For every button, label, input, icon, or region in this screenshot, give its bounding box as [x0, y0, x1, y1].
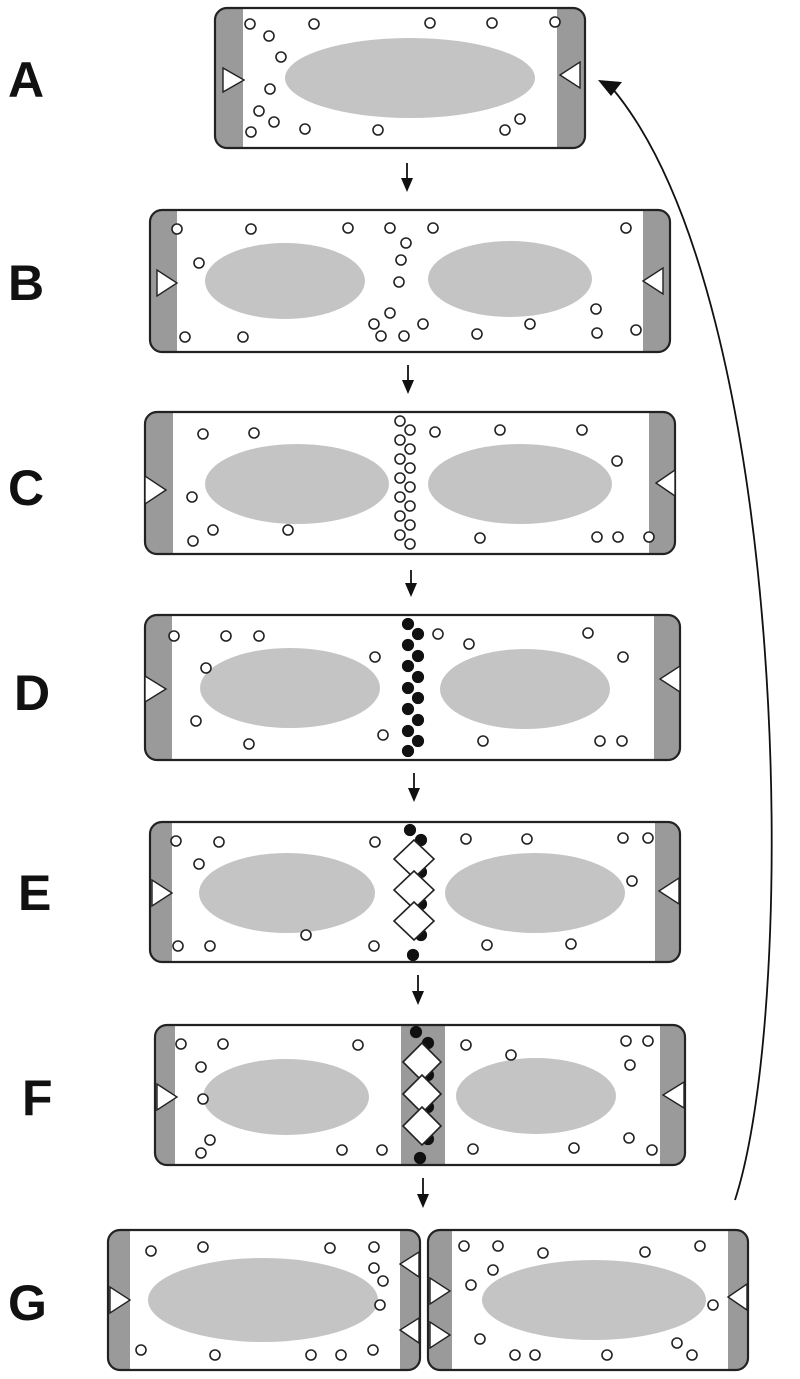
- vesicle-group: [244, 16, 561, 138]
- pole-marker-left-lower: [429, 1320, 452, 1350]
- nucleus-right: [440, 649, 610, 729]
- vesicle-group: [175, 1035, 658, 1159]
- nucleus-left: [200, 648, 380, 728]
- pole-marker-right: [658, 664, 681, 694]
- vesicle-group: [171, 222, 642, 343]
- stage-label-e: E: [18, 865, 51, 921]
- nucleus: [482, 1260, 706, 1340]
- cell-stage-g-right: [426, 1228, 750, 1372]
- pole-marker-right-upper: [398, 1250, 420, 1279]
- nucleus: [148, 1258, 378, 1342]
- arrow-c-to-d: [405, 570, 417, 597]
- pole-marker-left: [222, 66, 246, 94]
- cycle-return-arrow: [598, 80, 773, 1201]
- pole-marker-left: [144, 674, 168, 704]
- filled-vesicle-row-midline: [401, 617, 425, 758]
- pole-marker-left: [144, 474, 168, 506]
- pole-marker-left-upper: [429, 1276, 452, 1306]
- stage-label-f: F: [22, 1070, 53, 1126]
- vesicle-group: [186, 424, 655, 547]
- cell-stage-g-left: [106, 1228, 422, 1372]
- pole-marker-right: [654, 468, 676, 498]
- nucleus-right: [445, 853, 625, 933]
- pole-marker-right: [641, 266, 664, 296]
- nucleus: [285, 38, 535, 118]
- arrow-b-to-c: [402, 365, 414, 394]
- diamond-markers-midline: [392, 838, 436, 942]
- stage-label-b: B: [8, 255, 44, 311]
- stage-label-g: G: [8, 1275, 47, 1331]
- cell-stage-c: [143, 410, 677, 556]
- pole-marker-right: [661, 1080, 685, 1110]
- cell-stage-a: [213, 6, 587, 150]
- arrow-e-to-f: [412, 975, 424, 1005]
- pole-marker-right: [726, 1282, 748, 1312]
- stage-label-d: D: [14, 665, 50, 721]
- cell-pole-right: [400, 1230, 420, 1370]
- nucleus-left: [205, 243, 365, 319]
- cell-stage-f: [153, 1023, 687, 1167]
- vesicle-row-midline: [394, 415, 416, 550]
- cell-stage-e: [148, 820, 682, 964]
- vesicle-group: [170, 832, 654, 952]
- pole-marker-left: [156, 1082, 179, 1112]
- diamond-markers-midline: [401, 1041, 443, 1147]
- stage-label-a: A: [8, 52, 44, 108]
- nucleus-left: [205, 444, 389, 524]
- nucleus-right: [428, 241, 592, 317]
- arrow-d-to-e: [408, 773, 420, 802]
- pole-marker-left: [156, 268, 179, 298]
- pole-marker-right: [558, 60, 581, 90]
- nucleus-left: [199, 853, 375, 933]
- vesicle-group: [135, 1241, 389, 1361]
- pole-marker-left: [151, 878, 174, 908]
- stage-label-c: C: [8, 460, 44, 516]
- nucleus-right: [428, 444, 612, 524]
- vesicle-group: [168, 627, 629, 750]
- cell-stage-b: [148, 208, 672, 354]
- pole-marker-right: [657, 876, 680, 906]
- pole-marker-left: [109, 1285, 132, 1315]
- arrow-f-to-g: [417, 1178, 429, 1208]
- nucleus-left: [203, 1059, 369, 1135]
- cell-stage-d: [143, 613, 682, 762]
- vesicle-group: [458, 1240, 719, 1361]
- pole-marker-right-lower: [398, 1316, 420, 1345]
- arrow-a-to-b: [401, 163, 413, 192]
- nucleus-right: [456, 1058, 616, 1134]
